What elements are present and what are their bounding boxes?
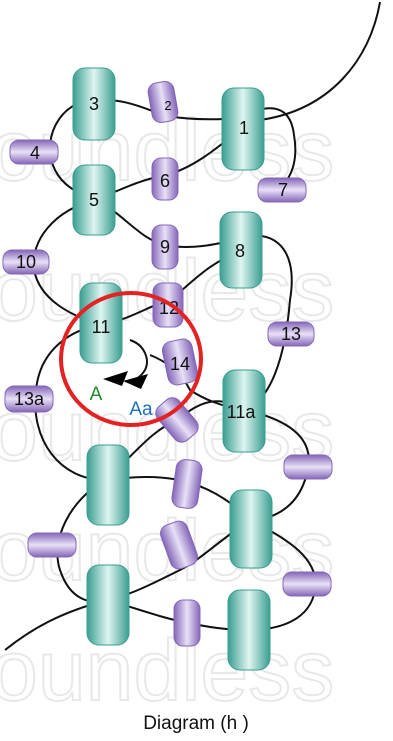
purple-bead [160,520,198,570]
bead-9 [151,224,179,270]
bead-label-3: 3 [89,94,99,114]
bead-label-5: 5 [89,190,99,210]
bead-label-4: 4 [30,143,40,163]
bead-13a [4,385,54,413]
bead-5 [72,164,116,236]
watermark-text: oundless [0,623,334,719]
bead-label-2: 2 [164,98,171,113]
arrow-aa-head [123,374,148,389]
teal-bead [229,489,273,569]
purple-bead [171,459,203,509]
bead-label-6: 6 [160,171,170,191]
bead-11a [222,369,266,453]
strand [259,1,381,121]
purple-beads [2,80,333,647]
diagram-caption: Diagram (h ) [143,713,249,734]
bead-1 [221,87,265,171]
purple-bead [155,397,199,443]
arrows [103,371,148,389]
teal-bead [86,564,130,646]
bead-label-11a: 11a [227,402,257,422]
bead-label-12: 12 [159,298,179,318]
arrow-a-head [103,371,128,386]
bead-label-8: 8 [235,241,245,261]
bead-13 [267,321,315,347]
bead-label-14: 14 [170,354,190,374]
bead-7 [257,177,307,203]
bead-2 [147,80,179,124]
bead-label-11: 11 [92,317,111,337]
bead-14 [161,338,199,386]
teal-bead [227,589,271,671]
bead-4 [9,139,59,165]
bead-label-9: 9 [160,237,170,257]
bead-label-13a: 13a [14,389,45,409]
label-a: A [90,384,103,405]
purple-bead [27,532,77,558]
bead-label-13: 13 [281,324,301,344]
bead-label-1: 1 [239,118,249,138]
bead-3 [72,67,116,141]
purple-bead [283,454,333,480]
label-aa: Aa [129,399,153,420]
bead-label-7: 7 [278,180,288,200]
bead-8 [219,211,263,289]
bead-labels: 3 2 1 4 6 7 5 9 8 10 12 11 13 14 13a 11a [14,94,301,422]
highlight-circle [59,291,203,427]
teal-bead [86,444,130,526]
purple-bead [173,599,201,647]
purple-bead [282,571,332,597]
bead-6 [151,157,179,201]
bead-label-10: 10 [16,252,36,272]
bead-10 [2,249,50,275]
